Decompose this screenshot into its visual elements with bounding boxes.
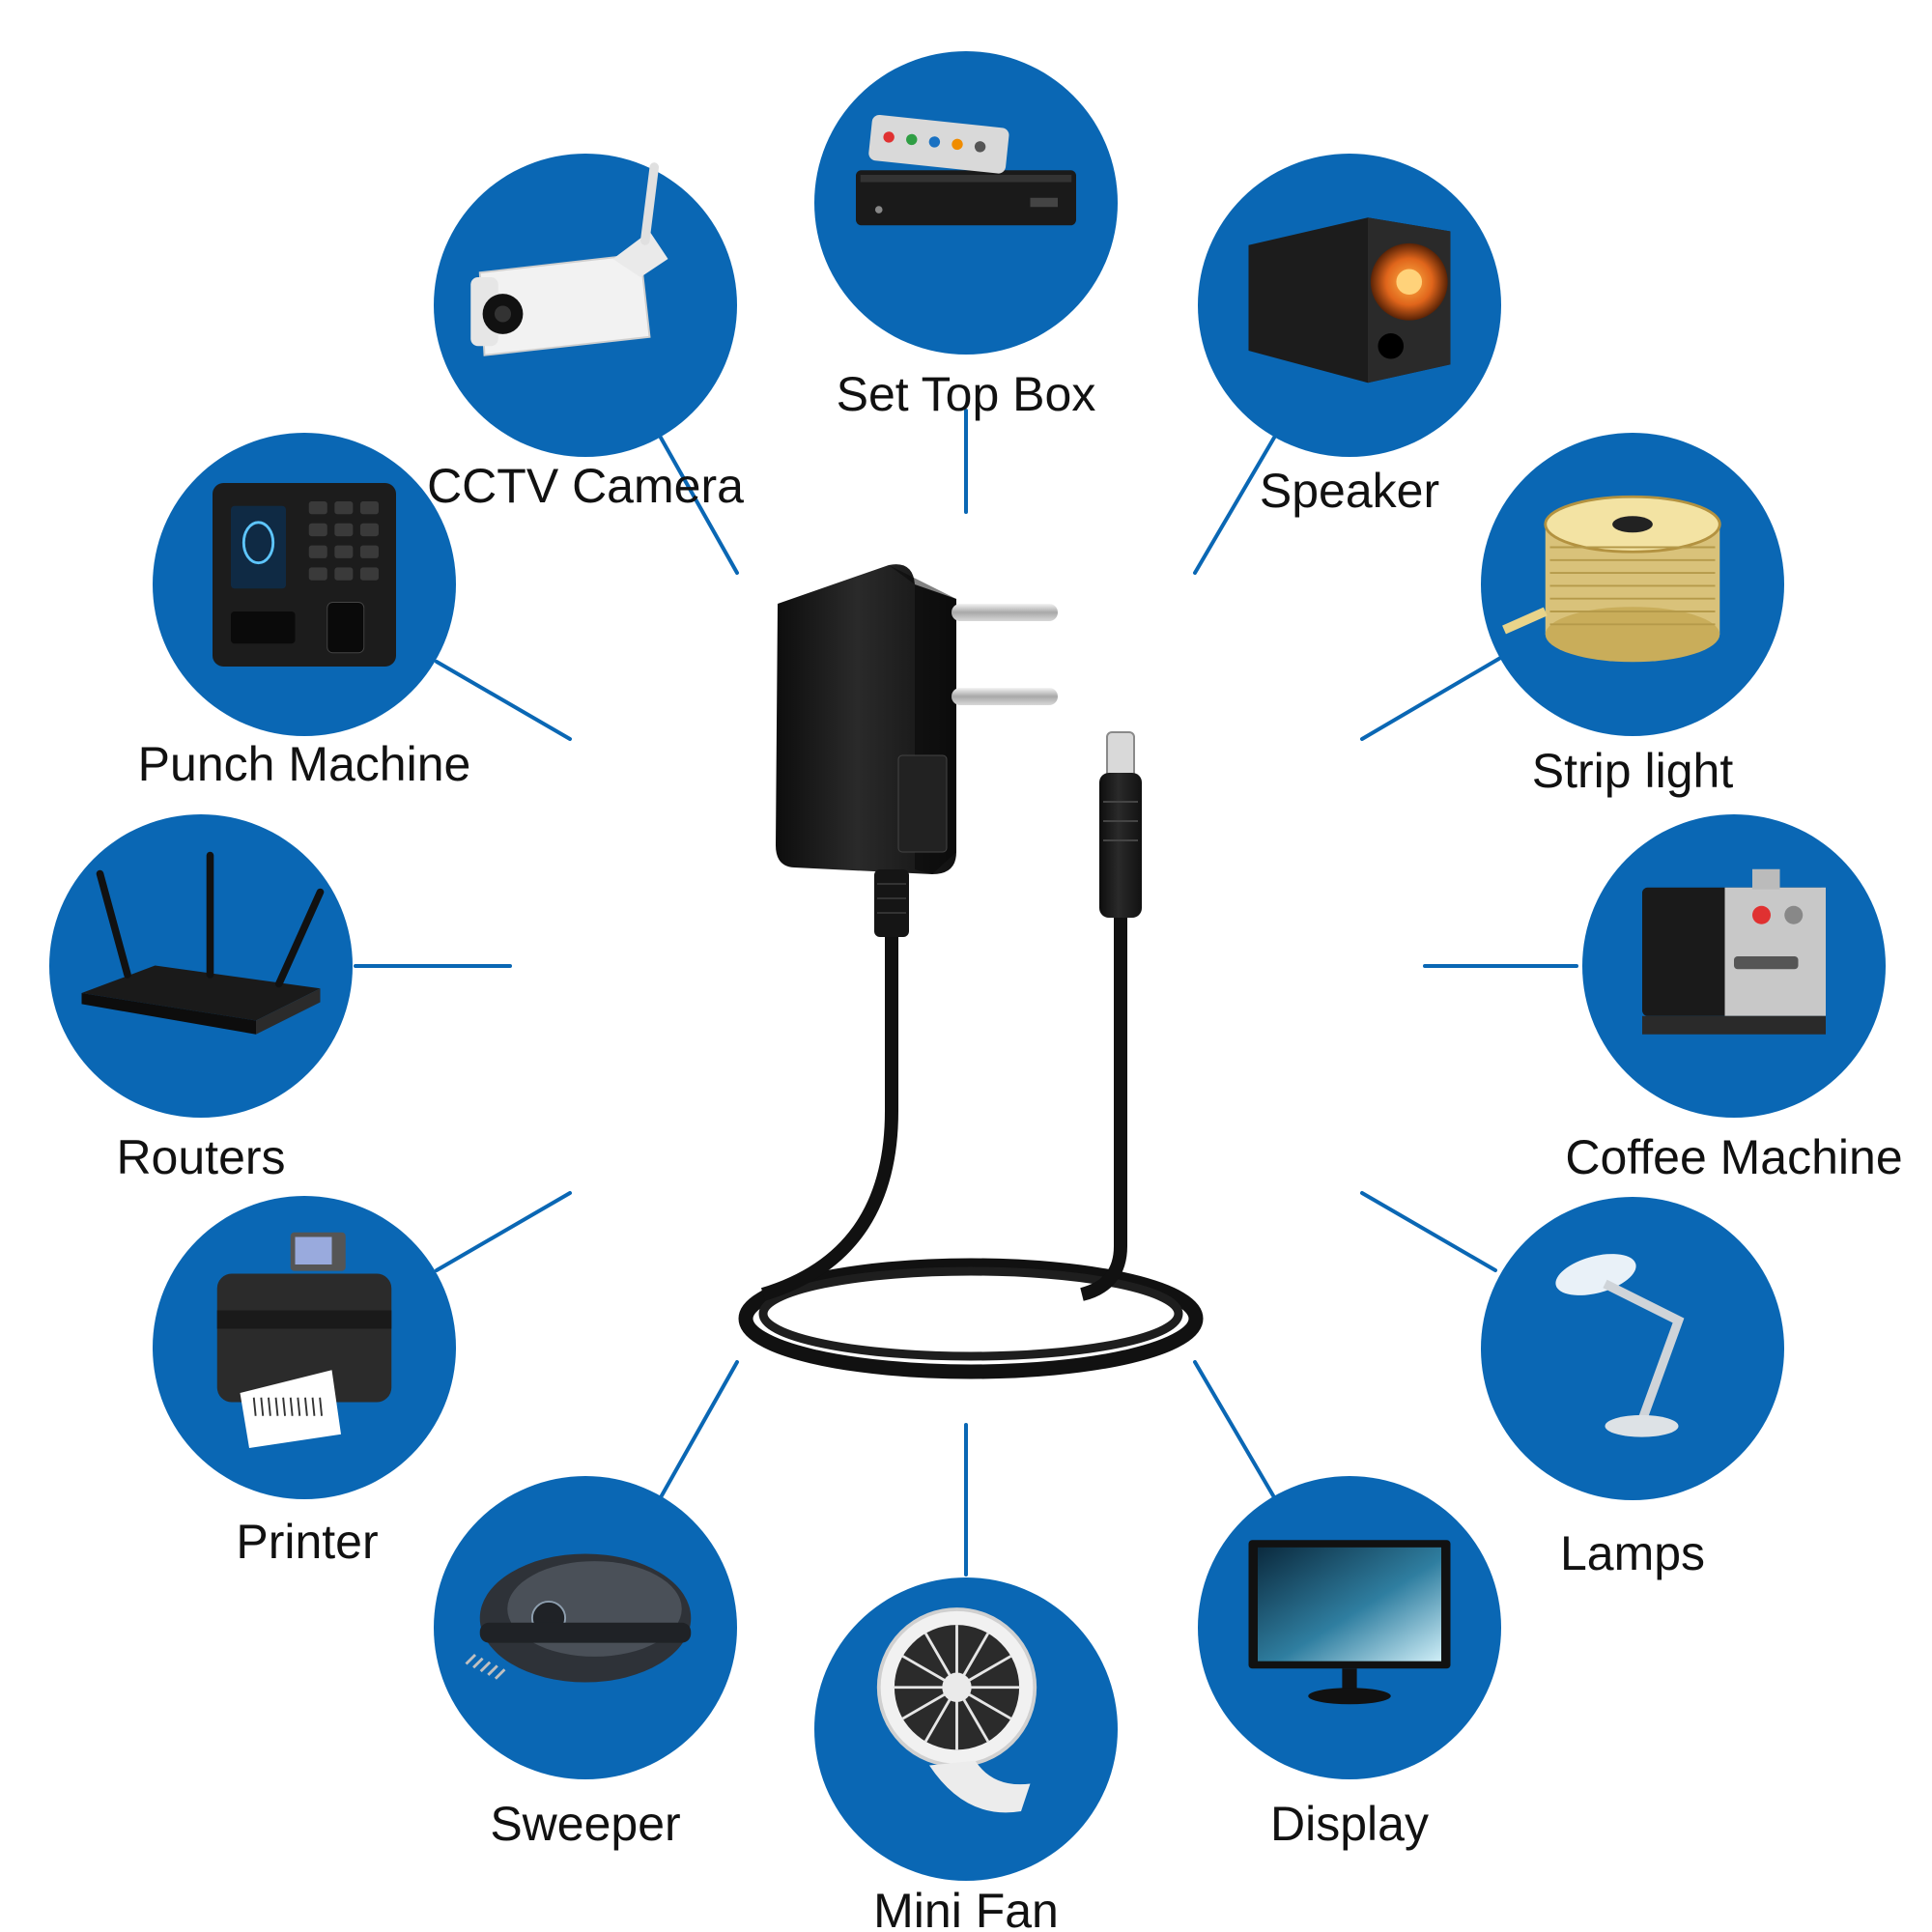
speaker-icon	[1248, 217, 1451, 384]
device-node-lamps: Lamps	[1481, 1197, 1784, 1580]
device-node-printer: Printer	[153, 1196, 456, 1569]
device-node-routers: Routers	[49, 814, 353, 1184]
robot-vacuum-icon	[465, 1553, 692, 1683]
connector-strip-light	[1360, 655, 1504, 741]
set-top-box-icon	[856, 114, 1076, 226]
device-node-mini-fan: Mini Fan	[814, 1577, 1118, 1932]
adapter-pin-top	[952, 604, 1058, 621]
mini-fan-icon	[876, 1607, 1037, 1813]
device-label-routers: Routers	[116, 1130, 285, 1184]
label-printer-icon	[216, 1232, 392, 1448]
connector-speaker	[1193, 436, 1276, 575]
device-label-punch-machine: Punch Machine	[138, 737, 471, 791]
biometric-terminal-icon	[213, 483, 396, 667]
connector-printer	[435, 1191, 572, 1272]
connector-punch-machine	[435, 660, 572, 741]
router-icon	[81, 851, 325, 1035]
device-label-mini-fan: Mini Fan	[873, 1884, 1059, 1932]
adapter-pin-bottom	[952, 688, 1058, 705]
device-node-speaker: Speaker	[1198, 154, 1501, 518]
device-circle-routers	[49, 814, 353, 1118]
strip-light-icon	[1502, 495, 1721, 663]
device-label-cctv-camera: CCTV Camera	[427, 459, 744, 513]
device-label-display: Display	[1270, 1797, 1429, 1851]
device-label-coffee-machine: Coffee Machine	[1565, 1130, 1902, 1184]
cable-coil-inner	[758, 1266, 1183, 1361]
cctv-camera-icon	[470, 162, 668, 356]
device-node-cctv-camera: CCTV Camera	[427, 154, 744, 513]
coffee-machine-icon	[1642, 868, 1826, 1035]
adapter-strain-relief	[874, 869, 909, 937]
cable-coil-outer	[738, 1258, 1204, 1379]
connector-display	[1193, 1360, 1276, 1499]
device-label-strip-light: Strip light	[1532, 744, 1734, 798]
dc-plug-grip	[1103, 801, 1138, 841]
device-label-set-top-box: Set Top Box	[837, 367, 1096, 421]
device-node-coffee-machine: Coffee Machine	[1565, 814, 1903, 1184]
dc-plug-body	[1099, 773, 1142, 918]
cable-to-plug	[1080, 913, 1127, 1301]
cable-from-adapter	[760, 925, 898, 1301]
device-label-speaker: Speaker	[1260, 464, 1439, 518]
ac-dc-wall-adapter-icon	[738, 564, 1204, 1379]
connector-lines	[354, 409, 1578, 1577]
desk-lamp-icon	[1555, 1254, 1685, 1437]
connector-cctv-camera	[659, 436, 739, 575]
adapter-rating-label	[897, 754, 948, 853]
connector-sweeper	[659, 1360, 739, 1499]
device-label-lamps: Lamps	[1560, 1526, 1705, 1580]
monitor-icon	[1248, 1540, 1451, 1705]
device-label-printer: Printer	[236, 1515, 378, 1569]
device-node-sweeper: Sweeper	[434, 1476, 737, 1851]
device-node-punch-machine: Punch Machine	[138, 433, 471, 791]
device-label-sweeper: Sweeper	[490, 1797, 680, 1851]
device-node-display: Display	[1198, 1476, 1501, 1851]
adapter-ribs	[877, 883, 906, 914]
connector-lamps	[1360, 1191, 1497, 1272]
device-circle-lamps	[1481, 1197, 1784, 1500]
device-node-strip-light: Strip light	[1481, 433, 1784, 798]
device-node-set-top-box: Set Top Box	[814, 51, 1118, 421]
